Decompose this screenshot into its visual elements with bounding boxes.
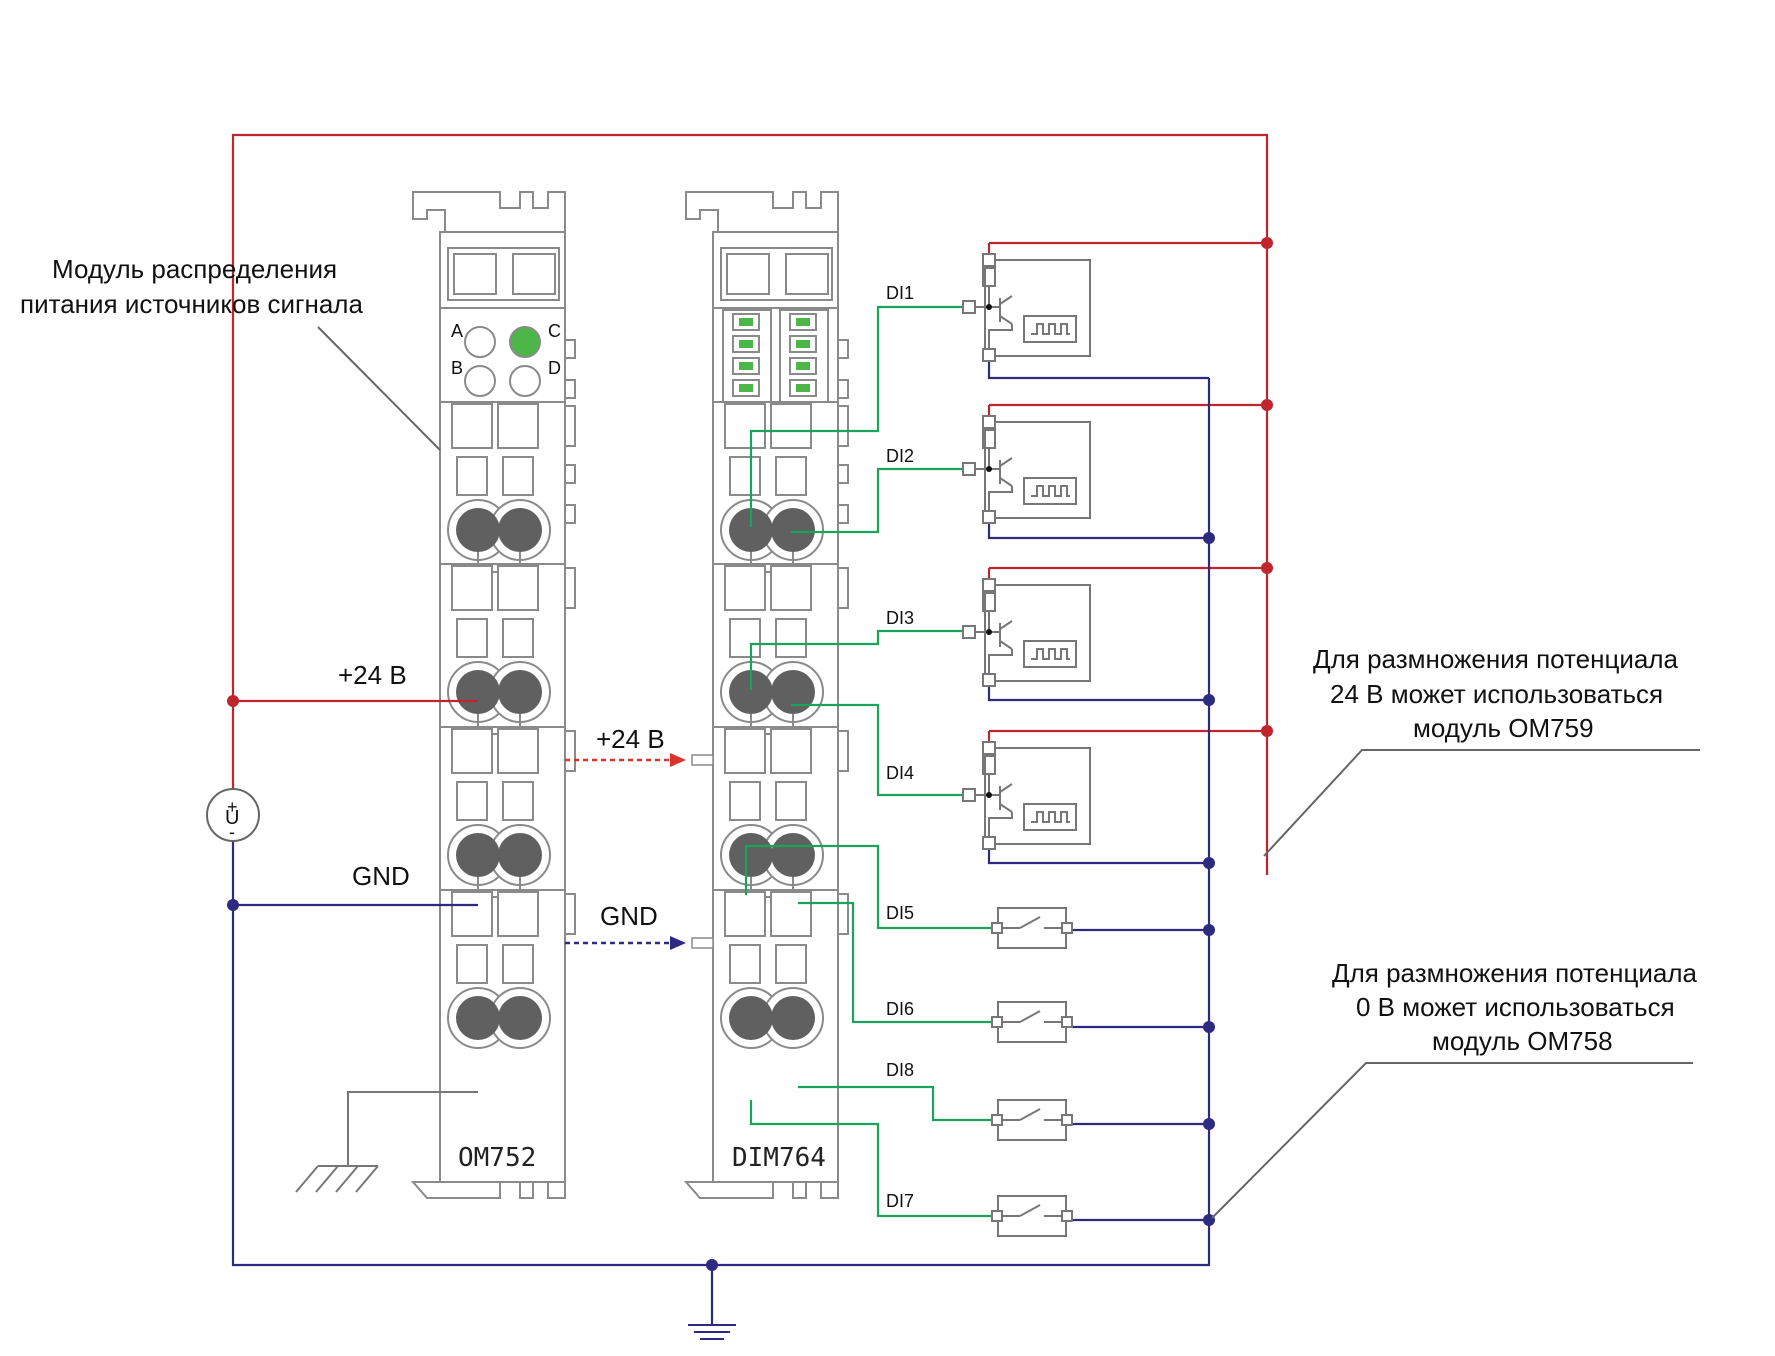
terminal-block: [713, 889, 849, 1049]
switch-contact: [991, 1195, 1073, 1237]
gnd-wiring: [231, 355, 1211, 1325]
power-source: + U -: [206, 788, 260, 842]
terminal-clamp: [771, 996, 815, 1040]
terminal-clamp: [729, 508, 773, 552]
sensor: [962, 578, 1091, 687]
led-lit: [739, 362, 753, 370]
module-om752: [410, 191, 576, 1199]
led-b: [464, 365, 496, 397]
label-di7: DI7: [886, 1191, 914, 1211]
terminal-clamp: [729, 996, 773, 1040]
led-a-label: A: [451, 321, 463, 341]
terminal-block: [713, 563, 849, 735]
callout-om758-leader: [1211, 1062, 1693, 1219]
earth-ground: [295, 1091, 478, 1193]
plus24-nodes: [227, 237, 1273, 737]
switch-contact: [991, 1001, 1073, 1043]
terminal-clamp: [456, 996, 500, 1040]
source-minus-label: -: [229, 822, 235, 842]
sensors: [962, 253, 1091, 850]
led-b-label: B: [451, 358, 463, 378]
terminal-clamp: [498, 996, 542, 1040]
terminal-clamp: [456, 670, 500, 714]
switch-contact: [991, 1099, 1073, 1141]
label-plus24-left: +24 В: [338, 660, 407, 690]
led-d: [509, 365, 541, 397]
led-lit: [739, 384, 753, 392]
module-dim764: [683, 191, 849, 1199]
terminal-clamp: [456, 833, 500, 877]
label-plus24-mid: +24 В: [596, 724, 665, 754]
callout-om758-line3: модуль ОМ758: [1432, 1026, 1613, 1056]
terminal-block: [440, 889, 576, 1049]
dim764-name: DIM764: [732, 1143, 826, 1173]
terminal-clamp: [729, 670, 773, 714]
terminal-block: [713, 726, 849, 898]
signal-wiring: [744, 305, 992, 1218]
terminal-clamp: [498, 670, 542, 714]
label-di6: DI6: [886, 999, 914, 1019]
callout-om759-line1: Для размножения потенциала: [1313, 644, 1679, 674]
bridge-arrows: [565, 753, 714, 950]
led-lit: [739, 340, 753, 348]
label-di4: DI4: [886, 763, 914, 783]
callout-om759-line2: 24 В может использоваться: [1330, 679, 1663, 709]
terminal-clamp: [771, 508, 815, 552]
label-di8: DI8: [886, 1060, 914, 1080]
terminal-clamp: [456, 508, 500, 552]
om752-name: OM752: [458, 1143, 536, 1173]
terminal-clamp: [498, 508, 542, 552]
gnd-nodes: [227, 532, 1215, 1271]
callout-om759-leader: [1263, 749, 1700, 857]
callout-left-line1: Модуль распределения: [52, 254, 337, 284]
terminal-clamp: [729, 833, 773, 877]
sensor: [962, 741, 1091, 850]
terminal-block: [440, 563, 576, 735]
label-gnd-mid: GND: [600, 901, 658, 931]
callout-om759-line3: модуль ОМ759: [1413, 713, 1594, 743]
label-di5: DI5: [886, 903, 914, 923]
led-lit: [739, 318, 753, 326]
label-gnd-left: GND: [352, 861, 410, 891]
switches: [991, 907, 1073, 1237]
terminal-clamp: [771, 833, 815, 877]
switch-contact: [991, 907, 1073, 949]
source-plus-label: +: [227, 797, 238, 817]
led-lit: [796, 340, 810, 348]
led-a: [464, 326, 496, 358]
led-lit: [796, 318, 810, 326]
led-c-label: C: [548, 321, 561, 341]
led-lit: [796, 362, 810, 370]
label-di3: DI3: [886, 608, 914, 628]
led-c: [509, 326, 541, 358]
terminal-clamp: [498, 833, 542, 877]
callout-om758-line1: Для размножения потенциала: [1332, 958, 1698, 988]
callout-om758-line2: 0 В может использоваться: [1356, 992, 1675, 1022]
callout-left-leader: [317, 326, 441, 451]
ground-symbol: [688, 1324, 736, 1340]
sensor: [962, 253, 1091, 362]
plus24-wiring: [231, 133, 1269, 875]
om752-leds: A C B D: [451, 321, 561, 397]
terminal-clamp: [771, 670, 815, 714]
label-di2: DI2: [886, 446, 914, 466]
sensor: [962, 415, 1091, 524]
led-d-label: D: [548, 358, 561, 378]
terminal-block: [440, 726, 576, 898]
label-di1: DI1: [886, 283, 914, 303]
source-u-label: U: [225, 807, 239, 829]
callout-left-line2: питания источников сигнала: [20, 289, 363, 319]
led-lit: [796, 384, 810, 392]
